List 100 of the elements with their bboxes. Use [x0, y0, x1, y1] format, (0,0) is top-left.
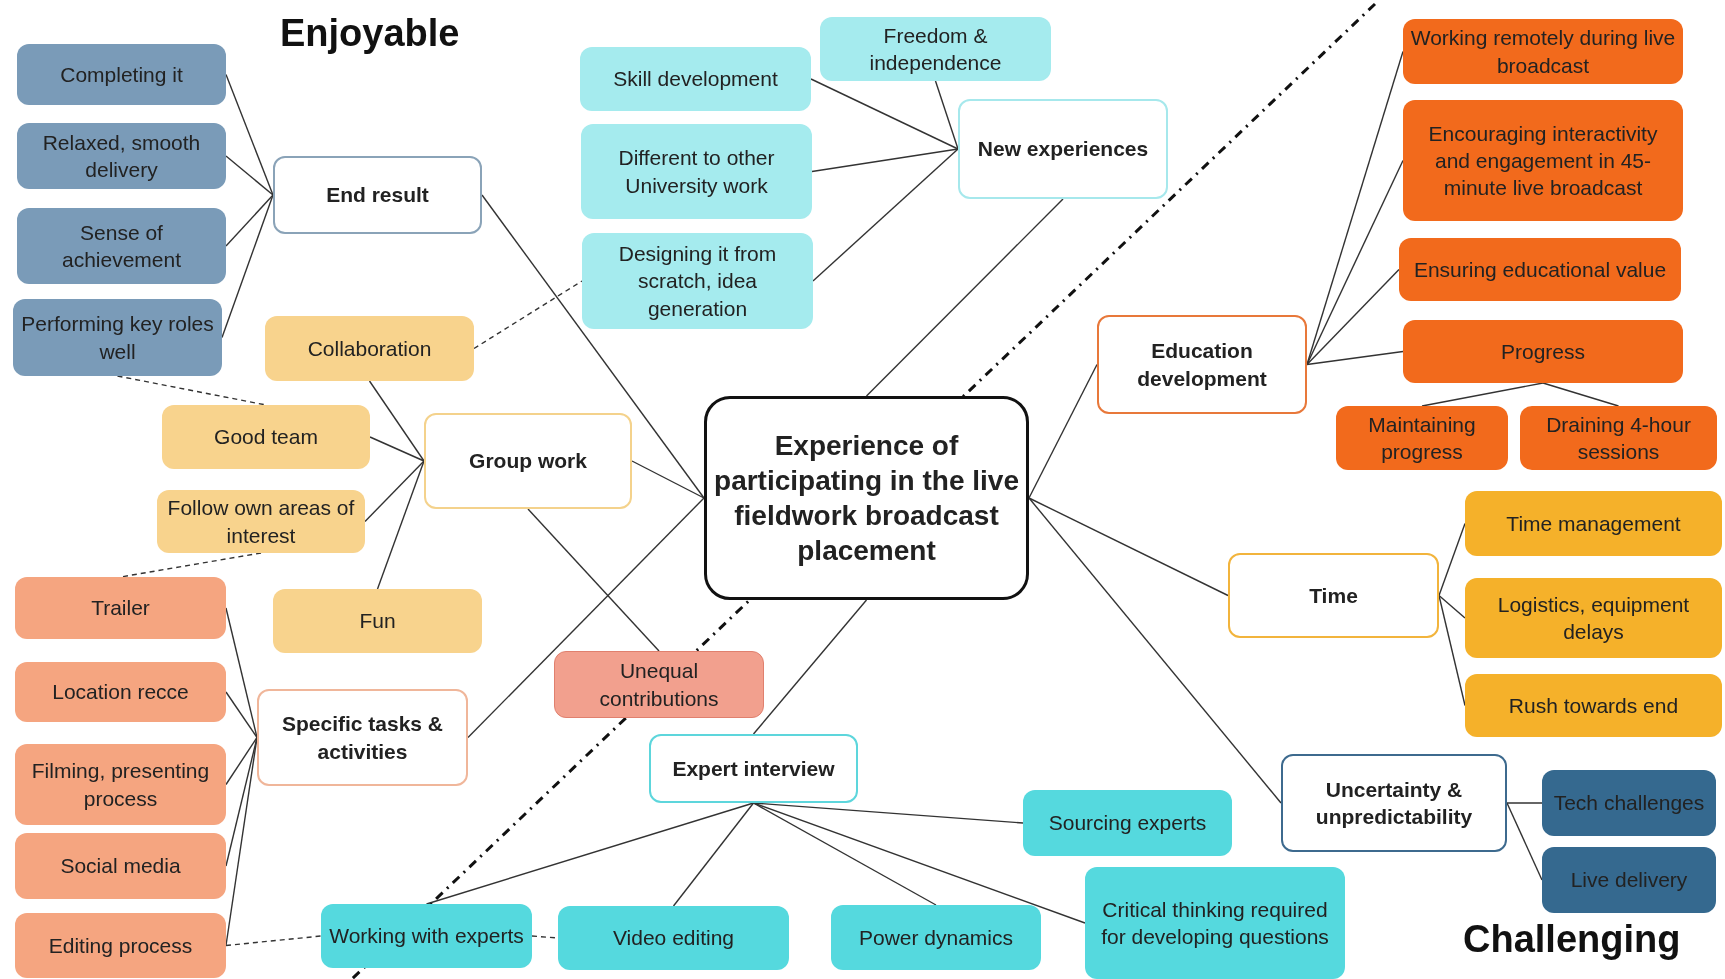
subtheme-box — [1336, 406, 1508, 470]
node-text: Encouraging interactivity and engagement in 45-minute live broadcast — [1427, 120, 1659, 202]
connector-line — [672, 802, 755, 907]
section-heading: Enjoyable — [280, 12, 460, 55]
subtheme-box — [1403, 19, 1683, 84]
node-text: Performing key roles well — [20, 311, 215, 365]
subtheme-box — [554, 651, 764, 718]
connector-line — [811, 148, 959, 173]
subtheme-box — [580, 47, 811, 111]
connector-line — [225, 736, 258, 786]
subtheme-box — [1399, 238, 1681, 301]
node-text: Video editing — [612, 925, 735, 952]
node-text: Experience of participating in the live fieldwork broadcast placement — [713, 429, 1020, 568]
connector-line — [1028, 497, 1282, 804]
subtheme-box — [162, 405, 370, 469]
subtheme-box — [1465, 491, 1722, 556]
connector-line — [364, 460, 425, 523]
node-text: Tech challenges — [1553, 790, 1705, 817]
subtheme-box — [1085, 867, 1345, 979]
connector-line — [934, 80, 959, 150]
node-text: Specific tasks & activities — [280, 711, 445, 765]
connector-line — [369, 436, 425, 462]
node-text: Critical thinking required for developing questions — [1100, 896, 1330, 950]
subtheme-box — [17, 44, 226, 105]
node-text: Education development — [1136, 338, 1268, 392]
node-text: Sense of achievement — [60, 219, 183, 273]
connector-line — [225, 194, 274, 247]
subtheme-box — [558, 906, 789, 970]
theme-box — [1097, 315, 1307, 414]
connector-line — [1438, 522, 1466, 597]
connector-line — [812, 148, 959, 282]
subtheme-box — [831, 905, 1041, 970]
node-text: Logistics, equipment delays — [1496, 591, 1691, 645]
connector-line — [810, 78, 959, 150]
central-topic-box — [704, 396, 1029, 600]
connector-line — [1306, 268, 1400, 366]
node-text: Group work — [469, 448, 587, 475]
connector-line — [467, 497, 705, 739]
section-heading: Challenging — [1463, 918, 1681, 961]
connector-line — [225, 73, 274, 196]
subtheme-box — [1023, 790, 1232, 856]
node-text: Editing process — [48, 932, 193, 959]
node-text: Time — [1309, 582, 1358, 609]
node-text: Skill development — [613, 66, 778, 93]
subtheme-box — [321, 904, 532, 968]
subtheme-box — [265, 316, 474, 381]
theme-box — [273, 156, 482, 234]
subtheme-box — [1403, 100, 1683, 221]
connector-line — [425, 802, 755, 905]
node-text: Filming, presenting process — [30, 758, 211, 812]
node-text: Power dynamics — [858, 924, 1014, 951]
node-text: Trailer — [91, 595, 150, 622]
subtheme-box — [581, 124, 812, 219]
node-text: New experiences — [977, 136, 1149, 163]
connector-line — [1506, 802, 1543, 881]
subtheme-box — [582, 233, 813, 329]
connector-line — [221, 194, 274, 339]
node-text: Time management — [1506, 510, 1681, 537]
connector-line — [1438, 594, 1466, 619]
node-text: Completing it — [60, 61, 183, 88]
connector-line — [225, 155, 274, 196]
connector-line — [225, 935, 322, 947]
node-text: Progress — [1501, 338, 1585, 365]
subtheme-box — [15, 662, 226, 722]
subtheme-box — [1520, 406, 1717, 470]
connector-line — [116, 375, 267, 406]
node-text: Maintaining progress — [1367, 411, 1477, 465]
connector-line — [1028, 363, 1098, 499]
subtheme-box — [1465, 674, 1722, 737]
node-text: Social media — [60, 853, 181, 880]
connector-line — [1506, 802, 1543, 804]
connector-line — [527, 508, 660, 652]
subtheme-box — [820, 17, 1051, 81]
subtheme-box — [17, 208, 226, 284]
node-text: Location recce — [52, 679, 189, 706]
node-text: Unequal contributions — [598, 658, 720, 712]
node-text: Follow own areas of interest — [166, 495, 356, 549]
connector-line — [1306, 159, 1404, 366]
connector-line — [631, 460, 705, 499]
connector-line — [1421, 382, 1544, 407]
theme-box — [257, 689, 468, 786]
node-text: Working with experts — [329, 923, 524, 950]
connector-line — [368, 380, 425, 462]
connector-line — [225, 691, 258, 739]
subtheme-box — [1542, 847, 1716, 913]
subtheme-box — [273, 589, 482, 653]
subtheme-box — [1403, 320, 1683, 383]
theme-box — [958, 99, 1168, 199]
subtheme-box — [157, 490, 365, 553]
connector-line — [1542, 382, 1620, 407]
theme-box — [424, 413, 632, 509]
subtheme-box — [15, 833, 226, 899]
node-text: Rush towards end — [1508, 692, 1679, 719]
theme-box — [1228, 553, 1439, 638]
node-text: Collaboration — [307, 335, 432, 362]
node-text: Relaxed, smooth delivery — [41, 129, 202, 183]
subtheme-box — [1465, 578, 1722, 658]
subtheme-box — [15, 913, 226, 978]
connector-line — [1306, 350, 1404, 366]
subtheme-box — [15, 577, 226, 639]
